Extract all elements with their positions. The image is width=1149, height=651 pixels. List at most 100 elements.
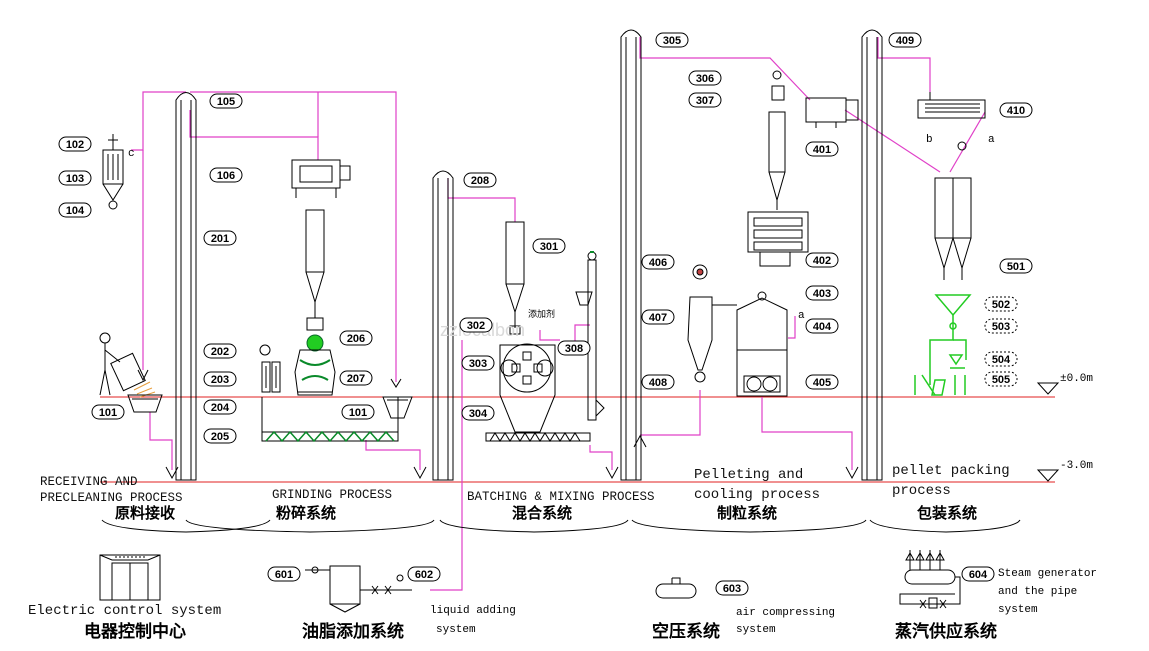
tag-307: 307 [688,92,722,108]
oil-system-en1: liquid adding [430,605,516,617]
tag-label: 203 [211,374,229,386]
air-system-en1: air compressing [736,607,835,619]
tag-101b: 101 [341,404,375,420]
additive-label: 添加剂 [528,308,555,320]
tag-label: 208 [471,175,489,187]
steam-system-en1: Steam generator [998,568,1097,580]
tag-label: 603 [723,583,741,595]
tag-label: 207 [347,373,365,385]
electric-control-cn: 电器控制中心 [84,621,186,642]
tag-409: 409 [888,32,922,48]
tag-404: 404 [805,318,839,334]
tag-label: 402 [813,255,831,267]
tag-308: 308 [557,340,591,356]
tag-label: 104 [66,205,85,217]
tag-301: 301 [532,238,566,254]
tag-206: 206 [339,330,373,346]
air-system-en2: system [736,624,776,636]
pneumatic-pipes [131,37,986,591]
level-marker-ground: ±0.0m [1036,373,1093,395]
tag-label: 304 [469,408,488,420]
sifter-410 [917,92,986,119]
tag-label: 106 [217,170,235,182]
tag-305: 305 [655,32,689,48]
conditioner-401 [771,70,859,128]
tag-label: 401 [813,144,831,156]
tag-label: 503 [992,321,1010,333]
marker-a2: a [988,134,995,146]
tag-304: 304 [461,405,495,421]
tag-410: 410 [999,102,1033,118]
tag-204: 204 [203,399,237,415]
section-packing-en2: process [892,483,951,499]
steam-system-en2: and the pipe [998,586,1077,598]
tag-label: 406 [649,257,667,269]
tag-label: 602 [415,569,433,581]
mixer-303 [499,343,556,433]
tag-504: 504 [984,351,1018,367]
tag-label: 403 [813,288,831,300]
tag-label: 101 [349,407,367,419]
tag-505: 505 [984,371,1018,387]
tag-105: 105 [209,93,243,109]
discharge-arrows [137,369,859,480]
tag-label: 505 [992,374,1010,386]
electric-control-en: Electric control system [28,603,221,619]
marker-a1: a [798,310,805,322]
tag-203: 203 [203,371,237,387]
tag-label: 405 [813,377,831,389]
tag-label: 201 [211,233,229,245]
tag-label: 307 [696,95,714,107]
section-receiving-en1: RECEIVING AND [40,475,138,489]
oil-system-cn: 油脂添加系统 [302,621,404,642]
tag-102: 102 [58,136,92,152]
tag-104: 104 [58,202,92,218]
tag-503: 503 [984,318,1018,334]
tag-407: 407 [641,309,675,325]
marker-c: c [128,148,135,160]
electric-cabinet [99,554,161,601]
hammer-mill-206 [294,334,336,396]
tag-602: 602 [407,566,441,582]
tag-label: 302 [467,320,485,332]
oil-tank [305,565,412,613]
packing-scale-501 [914,294,972,396]
feeder-106 [291,159,351,198]
tag-label: 202 [211,346,229,358]
section-batching-cn: 混合系统 [512,504,572,522]
tag-302: 302 [459,317,493,333]
tag-label: 206 [347,333,365,345]
grinding-frame [261,397,399,432]
pellet-mill-402 [747,211,809,267]
bin-301 [505,221,525,335]
tag-label: 103 [66,173,84,185]
cooler-403 [736,291,788,397]
tag-207: 207 [339,370,373,386]
level-pit-text: -3.0m [1060,460,1093,472]
tag-label: 408 [649,377,667,389]
tag-label: 504 [992,354,1011,366]
intake-hopper-101b [382,396,413,419]
tag-501: 501 [999,258,1033,274]
section-pelleting-en1: Pelleting and [694,467,803,483]
tag-label: 101 [99,407,117,419]
tag-label: 303 [469,358,487,370]
cyclone-407 [687,264,737,383]
tag-402: 402 [805,252,839,268]
tag-202: 202 [203,343,237,359]
dust-collector-102 [102,134,124,210]
tag-405: 405 [805,374,839,390]
steam-system-en3: system [998,604,1038,616]
tag-403: 403 [805,285,839,301]
section-grinding-en: GRINDING PROCESS [272,488,392,502]
tag-label: 305 [663,35,681,47]
tag-label: 308 [565,343,583,355]
section-receiving-en2: PRECLEANING PROCESS [40,491,183,505]
tag-label: 502 [992,299,1010,311]
level-marker-pit: -3.0m [1036,460,1093,482]
worker-figure [99,332,146,396]
section-grinding-cn: 粉碎系统 [276,504,336,522]
tag-106: 106 [209,167,243,183]
tag-label: 205 [211,431,229,443]
